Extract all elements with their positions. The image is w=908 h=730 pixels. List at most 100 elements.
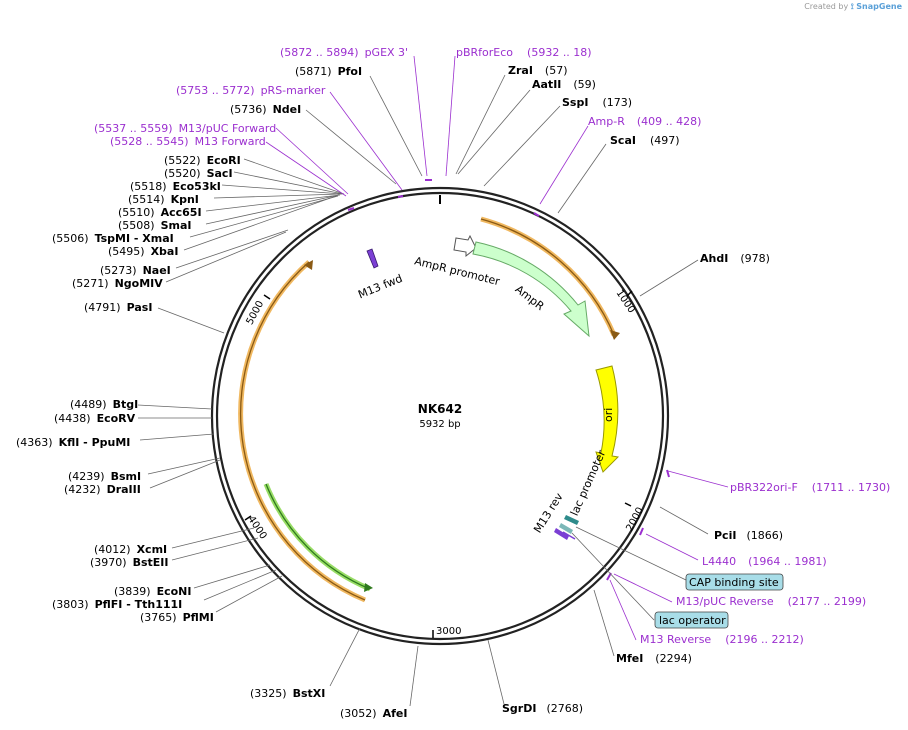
primer-labels: (5872 .. 5894)pGEX 3' pBRforEco(5932 .. … bbox=[94, 46, 890, 646]
tick-1000-mark bbox=[626, 290, 633, 297]
leader-ecori bbox=[243, 158, 345, 195]
enzyme-econi: EcoNI bbox=[157, 585, 192, 598]
leader-btgi bbox=[137, 404, 213, 410]
orf-green-arrowhead bbox=[364, 583, 373, 592]
orf-arcs bbox=[238, 216, 620, 603]
leader-mfei bbox=[593, 589, 615, 657]
svg-text:M13/pUC Reverse(2177 .. 2199): M13/pUC Reverse(2177 .. 2199) bbox=[676, 595, 866, 608]
ampr-promoter-arrow bbox=[453, 234, 477, 258]
credit-text: Created by bbox=[804, 2, 849, 11]
enzyme-ahdi: AhdI bbox=[700, 252, 728, 265]
enzyme-pos: (3052) bbox=[340, 707, 377, 720]
enzyme-pos: (5514) bbox=[128, 193, 165, 206]
leader-pcii bbox=[659, 506, 709, 535]
primer-tick-prs bbox=[397, 195, 404, 198]
leader-pbrforeco bbox=[445, 55, 456, 177]
svg-text:(3970)BstEII: (3970)BstEII bbox=[90, 556, 168, 569]
enzyme-pos: (4791) bbox=[84, 301, 121, 314]
enzyme-sgrdi: SgrDI bbox=[502, 702, 536, 715]
leader-m13puc-rev bbox=[613, 573, 673, 603]
orf-large-arrowhead bbox=[304, 260, 313, 270]
enzyme-labels: (5871)PfoI ZraI(57) AatII(59) SspI(173) … bbox=[16, 64, 783, 720]
primer-tick-pbr322 bbox=[666, 469, 670, 478]
enzyme-sspi: SspI bbox=[562, 96, 588, 109]
leader-scai bbox=[557, 143, 607, 214]
svg-text:AatII(59): AatII(59) bbox=[532, 78, 596, 91]
primer-pgex3: pGEX 3' bbox=[365, 46, 409, 59]
svg-text:(4489)BtgI: (4489)BtgI bbox=[70, 398, 138, 411]
svg-text:(5495)XbaI: (5495)XbaI bbox=[108, 245, 178, 258]
leader-xbai bbox=[183, 195, 337, 251]
lac-promoter-label: lac promoter bbox=[568, 448, 609, 518]
svg-text:ZraI(57): ZraI(57) bbox=[508, 64, 568, 77]
primer-m13puc-reverse: M13/pUC Reverse bbox=[676, 595, 774, 608]
lac-region-features bbox=[554, 515, 579, 540]
primer-l4440: L4440 bbox=[702, 555, 736, 568]
tick-2000-mark bbox=[624, 502, 632, 507]
primer-range: (5872 .. 5894) bbox=[280, 46, 359, 59]
leader-saci bbox=[233, 171, 344, 195]
primer-range: (2196 .. 2212) bbox=[725, 633, 804, 646]
enzyme-pos: (5871) bbox=[295, 65, 332, 78]
svg-text:(5506)TspMI - XmaI: (5506)TspMI - XmaI bbox=[52, 232, 174, 245]
svg-text:SgrDI(2768): SgrDI(2768) bbox=[502, 702, 583, 715]
enzyme-bsteii: BstEII bbox=[133, 556, 169, 569]
enzyme-ecori: EcoRI bbox=[207, 154, 241, 167]
svg-text:MfeI(2294): MfeI(2294) bbox=[616, 652, 692, 665]
leader-zrai bbox=[455, 74, 506, 175]
enzyme-bstxi: BstXI bbox=[293, 687, 326, 700]
cap-binding-site-box bbox=[685, 573, 784, 591]
svg-text:(5518)Eco53kI: (5518)Eco53kI bbox=[130, 180, 221, 193]
svg-text:ScaI(497): ScaI(497) bbox=[610, 134, 680, 147]
enzyme-draiii: DraIII bbox=[107, 483, 141, 496]
enzyme-pos: (1866) bbox=[746, 529, 783, 542]
primer-pbr322ori-f: pBR322ori-F bbox=[730, 481, 798, 494]
leader-sgrdi bbox=[487, 639, 505, 705]
svg-text:(5510)Acc65I: (5510)Acc65I bbox=[118, 206, 202, 219]
leader-kfli bbox=[139, 433, 215, 441]
lac-operator-box bbox=[654, 611, 729, 629]
m13-fwd-arrow bbox=[366, 248, 379, 269]
enzyme-smai: SmaI bbox=[161, 219, 192, 232]
leader-m13puc-fwd bbox=[275, 127, 349, 195]
enzyme-pcii: PciI bbox=[714, 529, 736, 542]
orf-large-core bbox=[239, 261, 366, 601]
leader-lac-operator bbox=[571, 532, 655, 621]
primer-prs-marker: pRS-marker bbox=[261, 84, 326, 97]
enzyme-pos: (5518) bbox=[130, 180, 167, 193]
leader-pfoi bbox=[369, 75, 423, 177]
primer-range: (1964 .. 1981) bbox=[748, 555, 827, 568]
ampr-promoter-label: AmpR promoter bbox=[413, 254, 501, 288]
primer-range: (5537 .. 5559) bbox=[94, 122, 173, 135]
primer-tick-m13puc-fwd bbox=[347, 207, 355, 211]
tick-5000-mark bbox=[263, 294, 271, 300]
svg-text:(4232)DraIII: (4232)DraIII bbox=[64, 483, 141, 496]
enzyme-pos: (5520) bbox=[164, 167, 201, 180]
leader-m13-fwd-primer bbox=[265, 141, 347, 197]
enzyme-pos: (5273) bbox=[100, 264, 137, 277]
leader-acc65i bbox=[205, 194, 341, 212]
enzyme-pos: (978) bbox=[740, 252, 770, 265]
svg-text:SspI(173): SspI(173) bbox=[562, 96, 632, 109]
enzyme-bsmi: BsmI bbox=[111, 470, 142, 483]
plasmid-size: 5932 bp bbox=[419, 419, 460, 430]
primer-tick-l4440 bbox=[639, 527, 644, 536]
svg-text:AhdI(978): AhdI (978) bbox=[700, 252, 770, 265]
svg-text:(5273)NaeI: (5273)NaeI bbox=[100, 264, 171, 277]
tick-3000-label: 3000 bbox=[436, 626, 461, 637]
m13-fwd-label: M13 fwd bbox=[356, 272, 404, 302]
enzyme-ndei: NdeI bbox=[273, 103, 302, 116]
leader-ahdi bbox=[639, 259, 699, 297]
primer-amp-r: Amp-R bbox=[588, 115, 625, 128]
lac-operator-block bbox=[559, 523, 573, 534]
enzyme-scai: ScaI bbox=[610, 134, 636, 147]
leader-tspmi bbox=[189, 195, 339, 238]
primer-m13-forward: M13 Forward bbox=[195, 135, 266, 148]
primer-pbrforeco: pBRforEco bbox=[456, 46, 513, 59]
svg-text:L4440(1964 .. 1981): L4440 (1964 .. 1981) bbox=[702, 555, 827, 568]
leader-pgex bbox=[413, 55, 428, 177]
lac-operator-label: lac operator bbox=[659, 614, 726, 627]
enzyme-pos: (5495) bbox=[108, 245, 145, 258]
svg-text:PciI(1866): PciI (1866) bbox=[714, 529, 783, 542]
svg-text:(5537 .. 5559)M13/pUC Forward: (5537 .. 5559)M13/pUC Forward bbox=[94, 122, 276, 135]
